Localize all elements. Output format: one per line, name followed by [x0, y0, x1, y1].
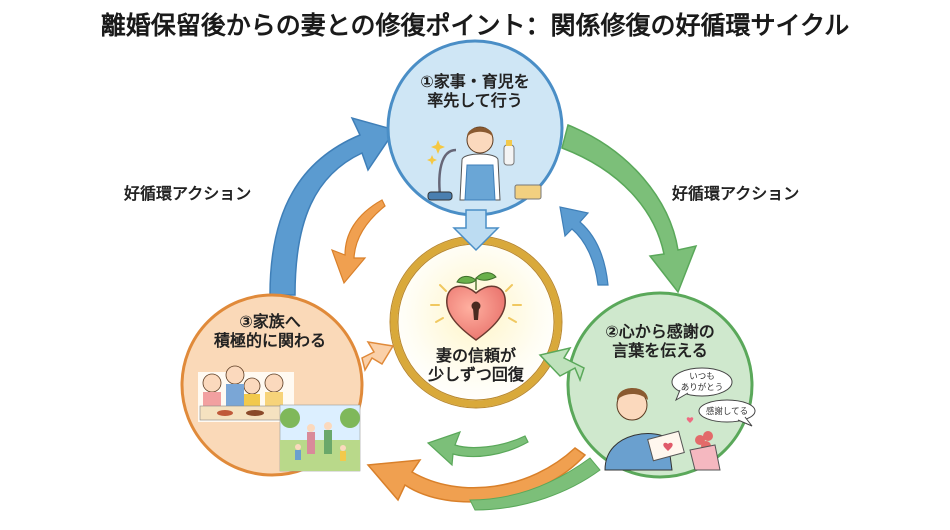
step3-label: ③家族へ 積極的に関わる — [200, 312, 340, 350]
step2-line2: 言葉を伝える — [612, 341, 708, 361]
step3-to-center-arrow — [361, 341, 395, 372]
step2-circle — [566, 291, 754, 479]
step1-line1: 家事・育児を — [433, 72, 530, 91]
green-tail-band — [469, 457, 601, 511]
step2-label: ②心から感謝の 言葉を伝える — [590, 322, 730, 360]
action-label-left: 好循環アクション — [124, 184, 252, 203]
family-dinner-icon — [198, 365, 294, 422]
man-giving-letter-icon — [604, 388, 721, 471]
center-line2: 少しずつ回復 — [428, 365, 524, 385]
bubble1-line1: いつも — [689, 372, 715, 382]
diagram-title: 離婚保留後からの妻との修復ポイント：関係修復の好循環サイクル — [100, 11, 850, 40]
heart-with-keyhole-icon — [430, 272, 522, 341]
speech-bubble-2 — [698, 399, 756, 423]
green-cycle-arrow — [561, 123, 698, 294]
step3-line2: 積極的に関わる — [213, 331, 326, 351]
small-blue-arrow — [559, 206, 609, 286]
step1-to-center-arrow — [452, 209, 500, 252]
step3-number: ③ — [239, 312, 253, 331]
bubble1-line2: ありがとう — [681, 382, 724, 393]
step1-line2: 率先して行う — [427, 91, 523, 111]
man-with-vacuum-and-bottle-icon — [427, 126, 542, 201]
step1-label: ①家事・育児を 率先して行う — [405, 72, 545, 110]
center-label: 妻の信頼が 少しずつ回復 — [416, 346, 536, 384]
bubble2-line1: 感謝してる — [706, 406, 748, 417]
small-green-arrow — [426, 431, 529, 467]
step2-line1: 心から感謝の — [618, 322, 715, 341]
step2-number: ② — [605, 322, 619, 341]
center-line1: 妻の信頼が — [435, 346, 516, 365]
speech-bubble-1 — [671, 367, 733, 397]
action-label-right: 好循環アクション — [672, 184, 800, 203]
small-orange-arrow — [330, 199, 386, 285]
step2-to-center-arrow — [538, 346, 585, 383]
step1-number: ① — [420, 72, 434, 91]
step3-line1: 家族へ — [252, 312, 301, 331]
family-walk-icon — [279, 404, 361, 472]
